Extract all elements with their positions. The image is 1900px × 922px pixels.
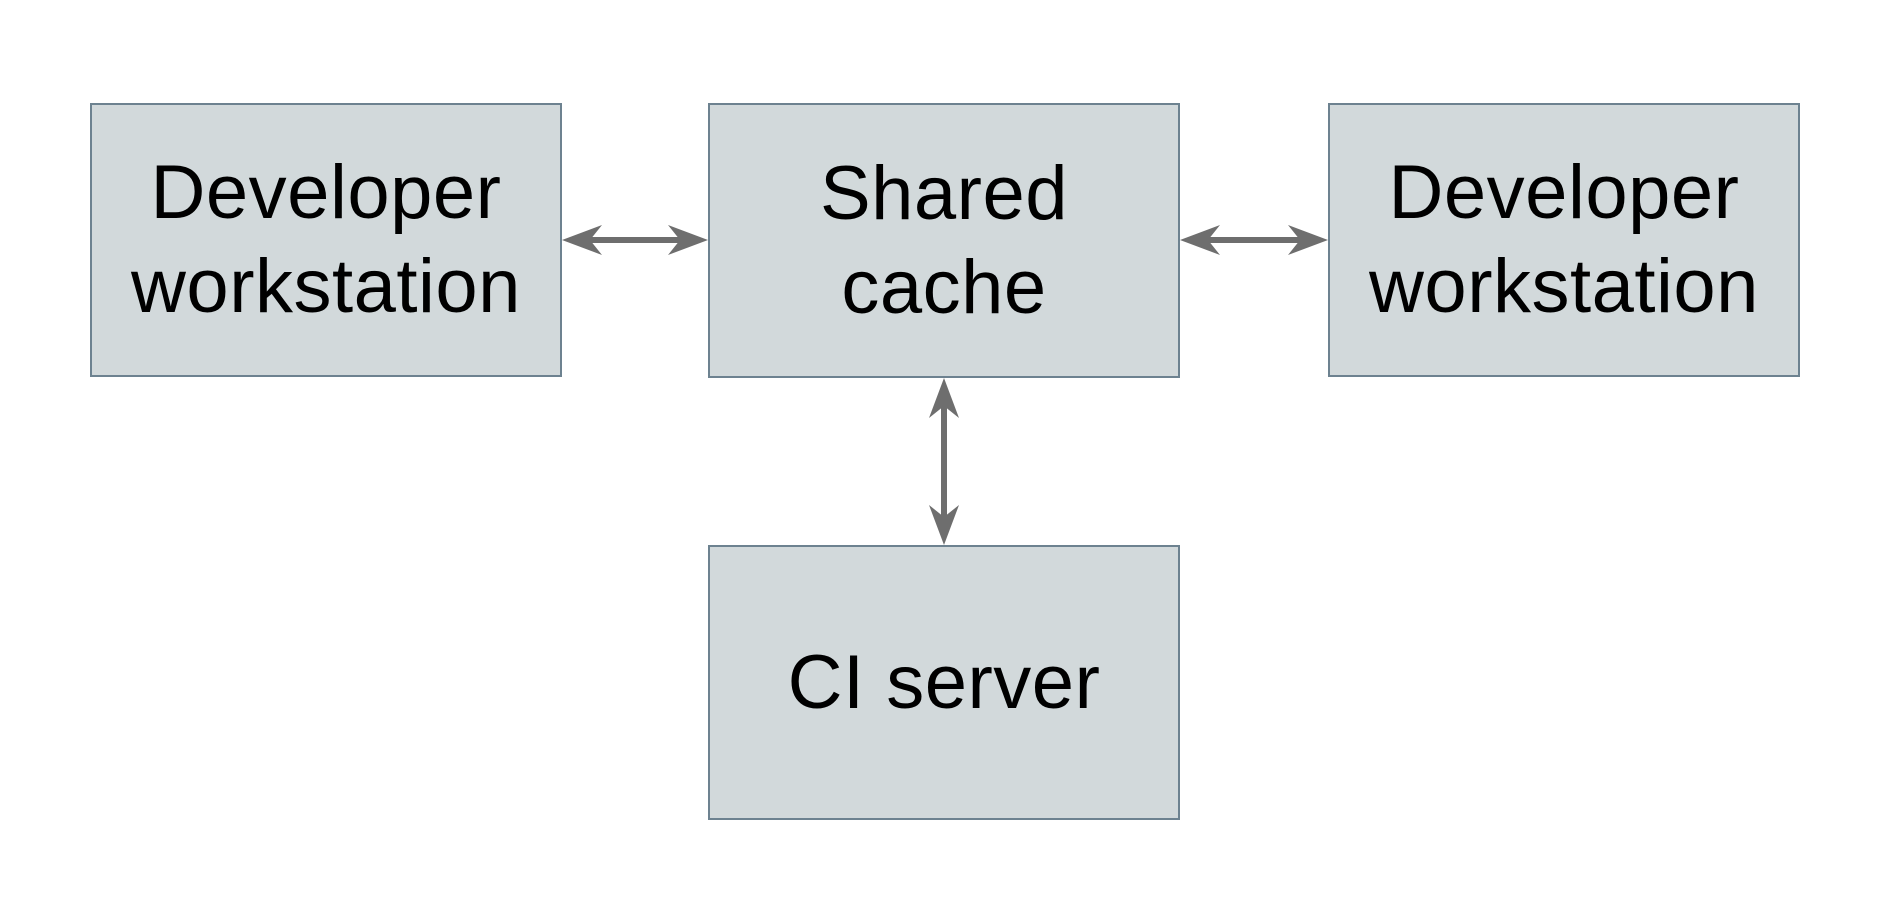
node-ci-server: CI server bbox=[708, 545, 1180, 820]
node-developer-workstation-right: Developer workstation bbox=[1328, 103, 1800, 377]
node-label-developer-workstation-right: Developer workstation bbox=[1369, 150, 1759, 329]
edge-shared-cache-ci-server bbox=[929, 378, 959, 545]
node-label-developer-workstation-left: Developer workstation bbox=[131, 150, 521, 329]
node-shared-cache: Shared cache bbox=[708, 103, 1180, 378]
node-label-shared-cache: Shared cache bbox=[819, 150, 1069, 330]
node-developer-workstation-left: Developer workstation bbox=[90, 103, 562, 377]
edge-left-workstation-shared-cache bbox=[562, 225, 708, 255]
edge-shared-cache-right-workstation bbox=[1180, 225, 1328, 255]
node-label-ci-server: CI server bbox=[787, 639, 1101, 725]
